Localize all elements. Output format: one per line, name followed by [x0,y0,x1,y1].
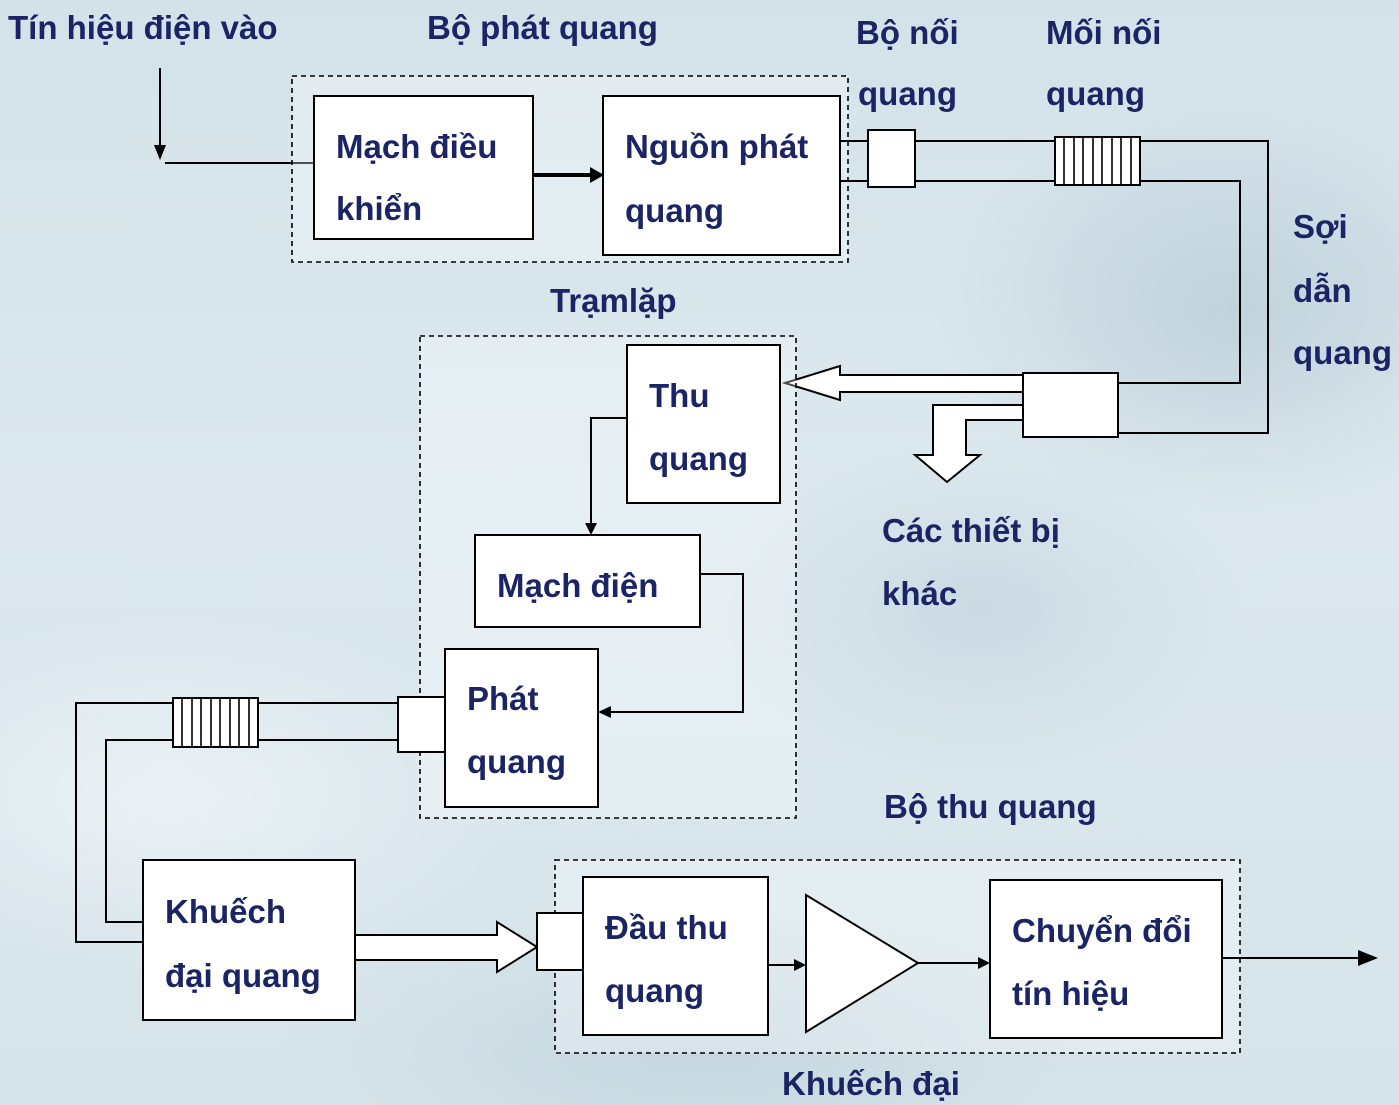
splice-label-line2: quang [1046,75,1145,112]
optical-connector-repeater [397,696,446,753]
input-signal-label: Tín hiệu điện vào [8,9,278,46]
photo-receiver-label-line2: quang [649,440,748,477]
splice-label-line1: Mối nối [1046,14,1161,51]
light-emitter-box [444,648,599,808]
photodetector-label-line1: Đầu thu [605,909,728,946]
light-emitter-label-line1: Phát [467,680,539,717]
receiver-to-circuit-line [590,417,627,526]
photo-receiver-box [626,344,781,504]
signal-converter-label-line2: tín hiệu [1012,975,1129,1012]
fiber-inner-run [1118,180,1241,384]
fiber-label-line1: Sợi [1293,208,1348,245]
splice-top-body [1054,136,1141,186]
fiber-bottom-inner-run [105,739,173,923]
fiber-label-line2: dẫn [1293,272,1352,309]
photodetector-label-line2: quang [605,972,704,1009]
optical-splice-top [1054,136,1141,186]
transmitter-label: Bộ phát quang [427,9,658,46]
coupler-to-receiver-hollow-arrow [781,364,1024,402]
photo-receiver-label-line1: Thu [649,377,709,414]
connector-label-line1: Bộ nối [856,14,959,51]
circuit-to-emitter-line [609,573,744,713]
receiver-to-circuit-arrowhead [585,523,597,535]
light-emitter-label-line2: quang [467,743,566,780]
light-source-label-line1: Nguồn phát [625,128,808,165]
optical-amplifier-label-line1: Khuếch [165,893,286,930]
signal-converter-box [989,879,1223,1039]
receiver-label: Bộ thu quang [884,788,1097,825]
other-devices-label-line1: Các thiết bị [882,512,1060,549]
photodetector-box [582,876,769,1036]
amplifier-triangle-symbol [805,893,920,1034]
amp-to-converter-arrowhead [978,957,990,969]
control-circuit-box [313,95,534,240]
detector-to-amp-arrowhead [794,959,806,971]
fiber-outer-run [1118,140,1269,434]
repeater-label: Trạmlặp [550,282,677,319]
optical-splice-bottom [172,697,259,748]
connector-label-line2: quang [858,75,957,112]
fiber-label-line3: quang [1293,334,1392,371]
output-arrowhead [1358,950,1378,966]
optical-connector-receiver [536,912,584,971]
input-arrowhead [154,145,166,160]
electric-circuit-label: Mạch điện [497,567,658,604]
other-devices-label-line2: khác [882,575,957,612]
signal-converter-label-line1: Chuyển đổi [1012,912,1192,949]
control-circuit-label-line1: Mạch điều [336,128,497,165]
amplifier-to-receiver-hollow-arrow [354,920,539,974]
coupler-to-other-devices-hollow-arrow [912,404,1024,484]
amplifier-label: Khuếch đại [782,1065,960,1102]
circuit-to-emitter-arrowhead [598,706,611,718]
optical-connector-top [867,129,916,188]
optical-amplifier-label-line2: đại quang [165,957,321,994]
optical-coupler-box [1022,372,1119,438]
fiber-bottom-outer-run [75,702,173,943]
electric-circuit-box [474,534,701,628]
light-source-label-line2: quang [625,192,724,229]
control-circuit-label-line2: khiển [336,190,422,227]
splice-bottom-body [172,697,259,748]
control-to-source-arrowhead [590,167,604,183]
light-source-box [602,95,841,256]
optical-amplifier-box [142,859,356,1021]
